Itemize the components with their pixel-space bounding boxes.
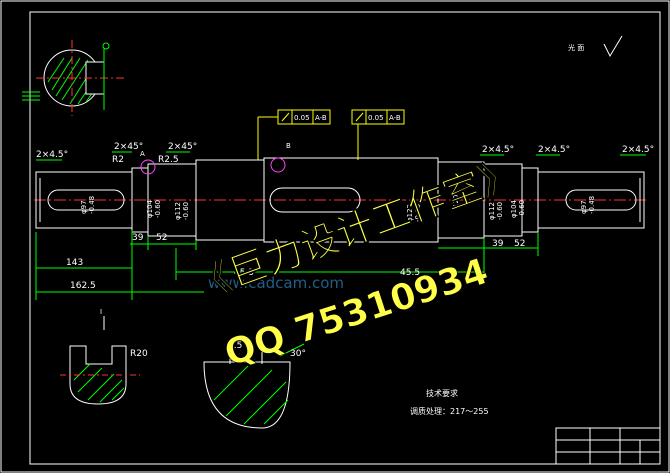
- chamfer-3: 2×45°: [168, 142, 197, 152]
- detail-angle: 30°: [290, 349, 306, 359]
- diameter-5: 120: [452, 195, 460, 208]
- datum-circle-b: [270, 157, 286, 173]
- diameter-7: φ104: [510, 199, 518, 218]
- tolerance-right-datum: A-B: [389, 114, 401, 122]
- corner-label: 光 面: [568, 43, 584, 52]
- detail-dim: 7.5: [228, 341, 242, 351]
- diameter-2-tol: -0.60: [154, 200, 162, 218]
- tech-requirements-line1: 调质处理：217～255: [410, 406, 489, 416]
- watermark-url: www.cadcam.com: [208, 274, 344, 292]
- tech-requirements-title: 技术要求: [426, 388, 458, 398]
- diameter-2: φ104: [146, 199, 154, 218]
- length-45-5-right: 45.5: [400, 268, 420, 278]
- radius-1: R2: [112, 155, 124, 165]
- detail-view-middle: [203, 343, 305, 429]
- tolerance-right-value: 0.05: [368, 114, 384, 122]
- roughness-symbol: [603, 35, 623, 58]
- diameter-4: φ122: [406, 204, 414, 222]
- diameter-7-tol: -0.60: [518, 200, 526, 218]
- chamfer-1: 2×4.5°: [36, 150, 68, 160]
- diameter-8-tol: -0.48: [588, 196, 596, 214]
- length-143: 143: [66, 258, 83, 268]
- tolerance-left-value: 0.05: [294, 114, 310, 122]
- detail-radius: R20: [130, 349, 148, 359]
- radius-2: R2.5: [158, 155, 179, 165]
- datum-b: B: [286, 142, 291, 150]
- datum-circle-a: [140, 159, 156, 175]
- section-view-circle: [22, 40, 124, 116]
- length-39-left: 39: [132, 233, 144, 243]
- tolerance-left-datum: A-B: [315, 114, 327, 122]
- length-45-5: 45.5: [234, 268, 254, 278]
- chamfer-2: 2×45°: [114, 142, 143, 152]
- chamfer-4: 2×4.5°: [482, 145, 514, 155]
- length-162: 162.5: [70, 281, 96, 291]
- diameter-labels: φ97 -0.48 φ104 -0.60 φ112 -0.60 φ122 -0.…: [80, 195, 596, 222]
- chamfer-5: 2×4.5°: [538, 145, 570, 155]
- length-39-right: 39: [492, 239, 504, 249]
- drawing-frame: [29, 11, 661, 465]
- diameter-3-tol: -0.60: [182, 202, 190, 220]
- diameter-4-tol: -0.60: [414, 204, 422, 222]
- detail-view-left: [60, 345, 140, 405]
- length-52-left: 52: [156, 233, 167, 243]
- diameter-3: φ112: [174, 202, 182, 220]
- tolerance-frame-left: 0.05 A-B: [257, 109, 331, 160]
- tolerance-frame-right: 0.05 A-B: [351, 109, 405, 160]
- diameter-1-tol: -0.48: [88, 196, 96, 214]
- diameter-1: φ97: [80, 200, 88, 214]
- datum-a: A: [140, 150, 145, 158]
- diameter-8: φ97: [580, 200, 588, 214]
- section-label: I: [100, 308, 102, 316]
- length-dimension-lines: [35, 230, 539, 300]
- length-52-right: 52: [514, 239, 525, 249]
- chamfer-leaders: [36, 151, 646, 161]
- chamfer-6: 2×4.5°: [622, 145, 654, 155]
- diameter-6-tol: -0.60: [496, 202, 504, 220]
- title-block: [555, 427, 661, 465]
- diameter-6: φ112: [488, 202, 496, 220]
- shaft-outline: [34, 157, 646, 243]
